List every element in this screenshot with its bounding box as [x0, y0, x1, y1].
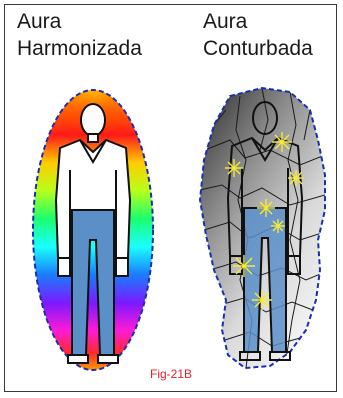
figure-label: Fig-21B: [150, 367, 192, 381]
